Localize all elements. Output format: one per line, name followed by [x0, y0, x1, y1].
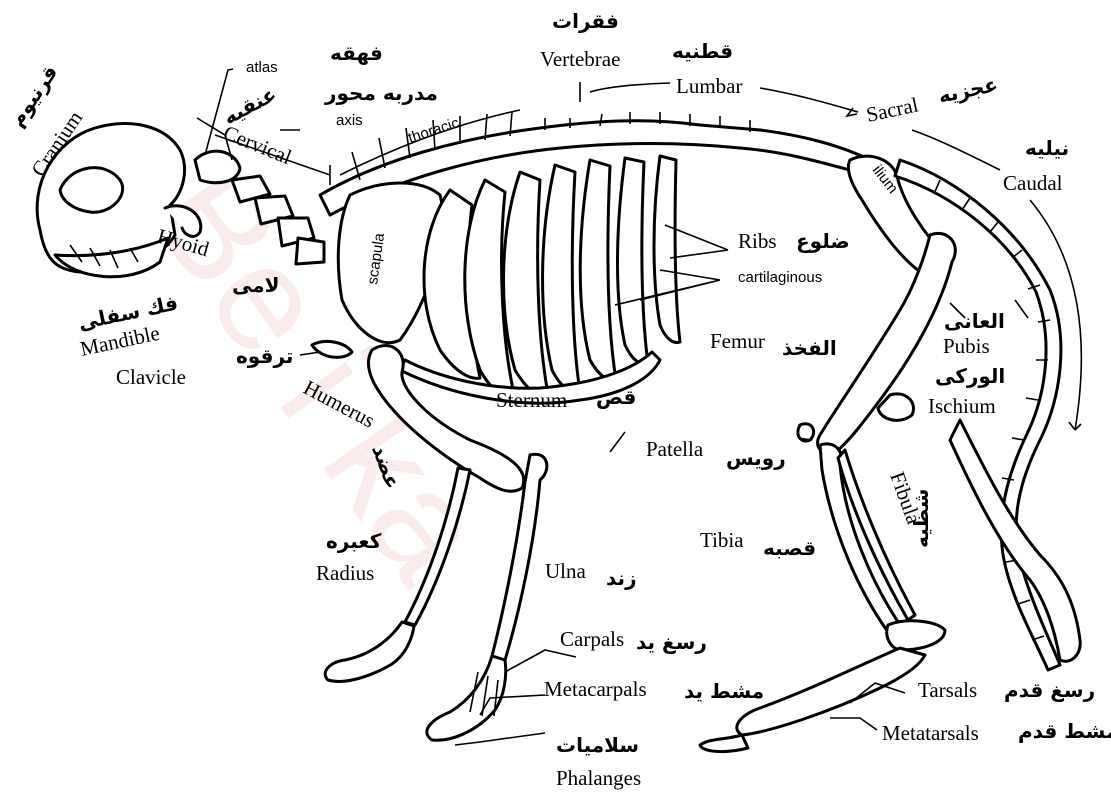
- label-sacral-ar: عجزيه: [936, 72, 1000, 108]
- label-sternum-ar: قص: [596, 385, 636, 409]
- label-metatarsals: Metatarsals: [882, 721, 979, 745]
- label-caudal: Caudal: [1003, 171, 1063, 195]
- far-hind-leg: [950, 420, 1080, 661]
- label-lumbar: Lumbar: [676, 74, 742, 98]
- label-tarsals-ar: رسغ قدم: [1004, 678, 1095, 702]
- label-carpals-ar: رسغ يد: [636, 630, 707, 654]
- front-paw-left: [325, 622, 414, 681]
- hind-toes: [700, 735, 748, 752]
- label-axis: axis: [336, 112, 363, 129]
- label-ribs-ar: ضلوع: [796, 229, 850, 253]
- label-ulna-ar: زند: [606, 566, 637, 590]
- label-cartilaginous: cartilaginous: [738, 269, 822, 286]
- femur: [818, 233, 956, 452]
- hind-tarsals: [887, 621, 945, 650]
- tibia: [820, 444, 900, 632]
- label-tibia: Tibia: [700, 528, 744, 552]
- label-tarsals: Tarsals: [918, 678, 977, 702]
- label-ribs: Ribs: [738, 229, 777, 253]
- label-cranium-ar: قرنيوم: [4, 61, 62, 131]
- label-tibia-ar: قصبه: [763, 536, 816, 560]
- label-carpals: Carpals: [560, 627, 624, 651]
- label-patella-ar: رويس: [726, 446, 786, 470]
- label-pubis-ar: العانى: [944, 309, 1005, 333]
- label-atlas-ar: فهقه: [330, 41, 383, 65]
- label-radius: Radius: [316, 561, 374, 585]
- label-femur-ar: الفخذ: [782, 336, 837, 360]
- label-hyoid-ar: لامى: [232, 273, 280, 297]
- label-vertebrae-ar: فقرات: [552, 9, 619, 33]
- label-ischium: Ischium: [928, 394, 996, 418]
- label-metacarpals-ar: مشط يد: [684, 679, 764, 703]
- label-clavicle: Clavicle: [116, 365, 186, 389]
- label-pubis: Pubis: [943, 334, 990, 358]
- label-caudal-ar: نيليه: [1025, 136, 1069, 160]
- label-atlas: atlas: [246, 59, 278, 76]
- label-phalanges-ar: سلاميات: [556, 733, 639, 757]
- label-ulna: Ulna: [545, 559, 587, 583]
- label-vertebrae: Vertebrae: [540, 47, 620, 71]
- label-metacarpals: Metacarpals: [544, 677, 647, 701]
- label-femur: Femur: [710, 329, 765, 353]
- label-phalanges: Phalanges: [556, 766, 641, 790]
- label-metatarsals-ar: مشط قدم: [1018, 719, 1111, 743]
- label-clavicle-ar: ترقوه: [236, 344, 293, 368]
- label-sacral: Sacral: [864, 92, 920, 126]
- label-axis-ar: مدربه محور: [324, 81, 438, 105]
- label-radius-ar: كعبره: [326, 529, 382, 553]
- label-lumbar-ar: قطنيه: [672, 39, 733, 63]
- label-ischium-ar: الوركى: [935, 364, 1005, 388]
- label-sternum: Sternum: [496, 388, 567, 412]
- label-fibula-ar: شظيه: [909, 489, 933, 548]
- label-patella: Patella: [646, 437, 704, 461]
